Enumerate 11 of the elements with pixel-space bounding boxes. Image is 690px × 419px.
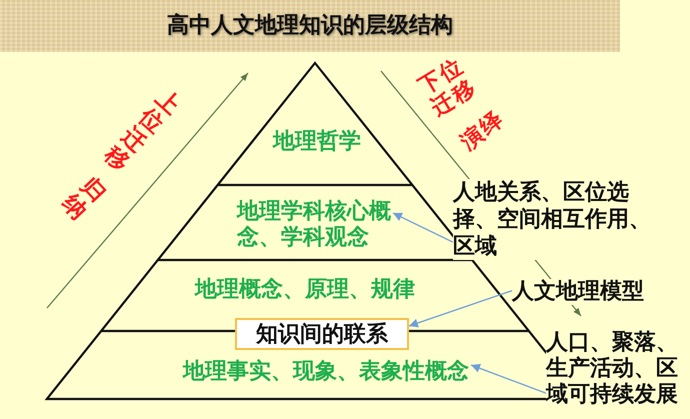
leader-arrow <box>470 364 546 394</box>
tier-label: 地理事实、现象、表象性概念 <box>181 359 471 385</box>
tier-label: 地理学科核心概念、学科观念 <box>237 199 393 251</box>
title: 高中人文地理知识的层级结构 <box>167 12 453 40</box>
tier-label: 地理概念、原理、规律 <box>193 277 417 303</box>
tier-label: 地理哲学 <box>273 129 361 155</box>
framed-label: 知识间的联系 <box>235 318 409 350</box>
leader-arrow <box>392 212 454 243</box>
annotation-text: 人文地理模型 <box>512 279 646 305</box>
leader-arrow <box>408 290 512 328</box>
rotated-label: 演绎 <box>456 106 511 156</box>
